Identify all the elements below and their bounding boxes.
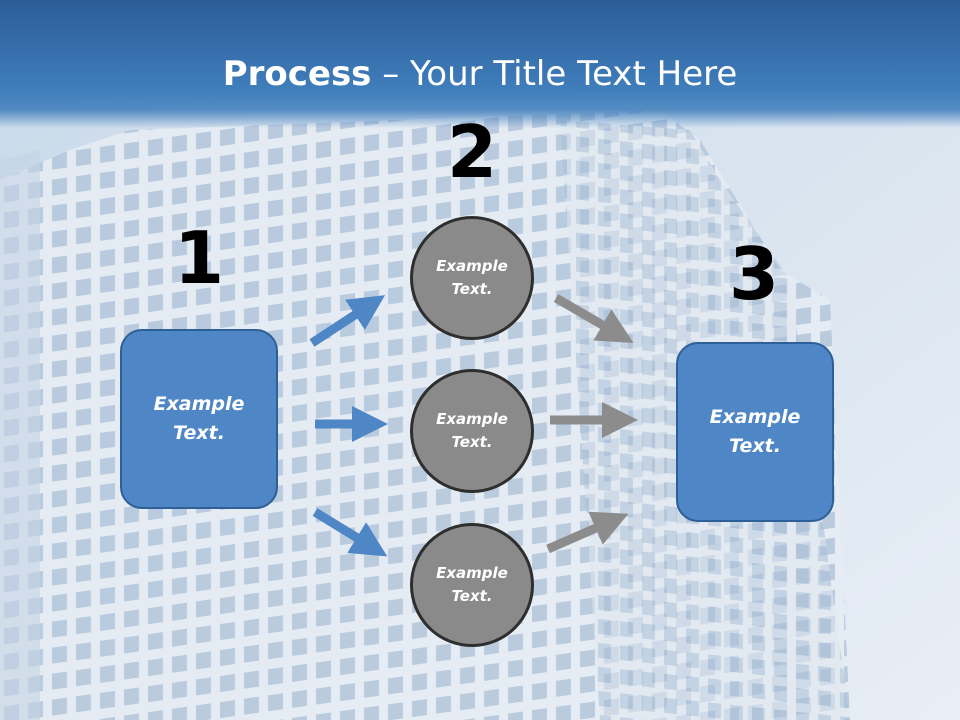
circle-middle-label: Example Text. — [436, 410, 508, 451]
circle-top-label: Example Text. — [436, 257, 508, 298]
circle-bottom-label: Example Text. — [436, 564, 508, 605]
step-2-circle-middle: Example Text. — [410, 369, 534, 493]
page-title: Process – Your Title Text Here — [0, 52, 960, 96]
arrow-1-to-top — [309, 295, 386, 347]
step-1-box: Example Text. — [120, 329, 278, 509]
step-3-label: Example Text. — [709, 406, 801, 457]
title-bold: Process — [222, 54, 372, 94]
step-number-3: 3 — [728, 232, 780, 316]
arrow-1-to-bottom — [312, 508, 388, 557]
step-2-circle-bottom: Example Text. — [410, 523, 534, 647]
title-bar — [0, 0, 960, 128]
step-number-2: 2 — [446, 110, 498, 194]
arrow-bottom-to-3 — [546, 511, 629, 554]
arrow-top-to-3 — [553, 294, 634, 344]
step-2-circle-top: Example Text. — [410, 216, 534, 340]
step-3-box: Example Text. — [676, 342, 834, 522]
step-1-label: Example Text. — [153, 393, 245, 444]
title-rest: – Your Title Text Here — [371, 54, 738, 94]
step-number-1: 1 — [173, 216, 225, 300]
